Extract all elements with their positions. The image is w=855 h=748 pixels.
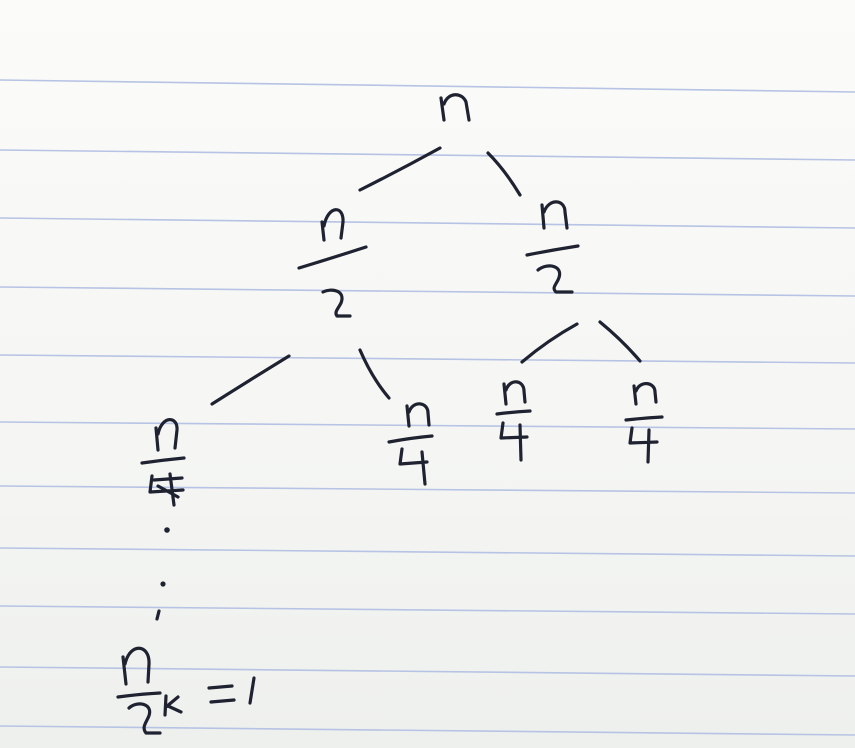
glyph-4 — [628, 426, 659, 464]
fraction-bar — [387, 434, 434, 444]
leaf-equation: n 2 k = 1 — [116, 646, 256, 735]
root-label: n — [440, 119, 441, 121]
denominator: 2 — [140, 729, 141, 731]
numerator: n — [320, 229, 321, 231]
numerator: n — [540, 229, 541, 231]
denominator: 2 — [550, 289, 551, 291]
fraction-bar — [140, 456, 186, 465]
node-n-over-4-fourth: n 4 — [624, 382, 664, 464]
rule-line — [0, 547, 855, 557]
node-n-over-4-second: n 4 — [387, 402, 434, 486]
fraction-bar — [495, 409, 532, 416]
rule-line — [0, 605, 855, 615]
glyph-2 — [536, 264, 574, 294]
denominator: 4 — [410, 479, 411, 481]
node-n-over-4-first: n 4 — [140, 418, 186, 507]
glyph-n — [154, 418, 179, 452]
node-n-over-2-right: n 2 — [525, 200, 580, 294]
glyph-n — [320, 208, 345, 242]
fraction-bar — [116, 691, 162, 699]
rule-line — [0, 725, 855, 736]
glyph-n — [439, 93, 471, 122]
edge-right-right — [598, 320, 642, 363]
edge-left-right — [358, 348, 391, 400]
numerator: n — [630, 399, 631, 401]
glyph-1 — [248, 676, 256, 705]
rule-line — [0, 666, 855, 677]
edge-right-left — [520, 322, 579, 364]
glyph-n — [121, 646, 151, 686]
denominator: 4 — [635, 451, 636, 453]
glyph-n — [540, 200, 569, 230]
dot — [160, 581, 166, 587]
edge-left-left — [210, 354, 291, 406]
edge-root-left — [358, 146, 442, 192]
denominator: 4 — [505, 449, 506, 451]
continuation-dots — [155, 527, 170, 621]
glyph-4 — [398, 447, 429, 486]
denominator: 2 — [330, 309, 331, 311]
rule-line — [0, 354, 855, 364]
equals-one: = 1 — [210, 704, 212, 706]
fraction-bar — [525, 244, 580, 257]
rule-line — [0, 286, 855, 297]
fraction-bar — [624, 415, 664, 422]
numerator: n — [155, 444, 156, 446]
glyph-2 — [127, 702, 162, 735]
denominator: 4 — [160, 494, 161, 496]
glyph-n — [405, 402, 431, 428]
rule-line — [0, 79, 855, 93]
fraction-bar — [297, 245, 368, 270]
exponent: k — [170, 714, 171, 716]
glyph-4-overwritten — [148, 472, 185, 507]
node-n-over-2-left: n 2 — [297, 208, 368, 318]
glyph-n — [632, 382, 658, 406]
glyph-2 — [321, 288, 352, 318]
rule-line — [0, 217, 855, 229]
glyph-k — [163, 694, 183, 717]
glyph-n — [502, 380, 527, 406]
glyph-equals — [207, 684, 236, 704]
node-n-over-4-third: n 4 — [495, 380, 532, 462]
numerator: n — [500, 399, 501, 401]
dot — [164, 527, 170, 533]
root-node: n — [439, 93, 471, 122]
dot-tick — [155, 609, 161, 621]
edge-root-right — [486, 151, 522, 197]
numerator: n — [400, 427, 401, 429]
glyph-4 — [499, 421, 529, 462]
rule-line — [0, 485, 855, 494]
